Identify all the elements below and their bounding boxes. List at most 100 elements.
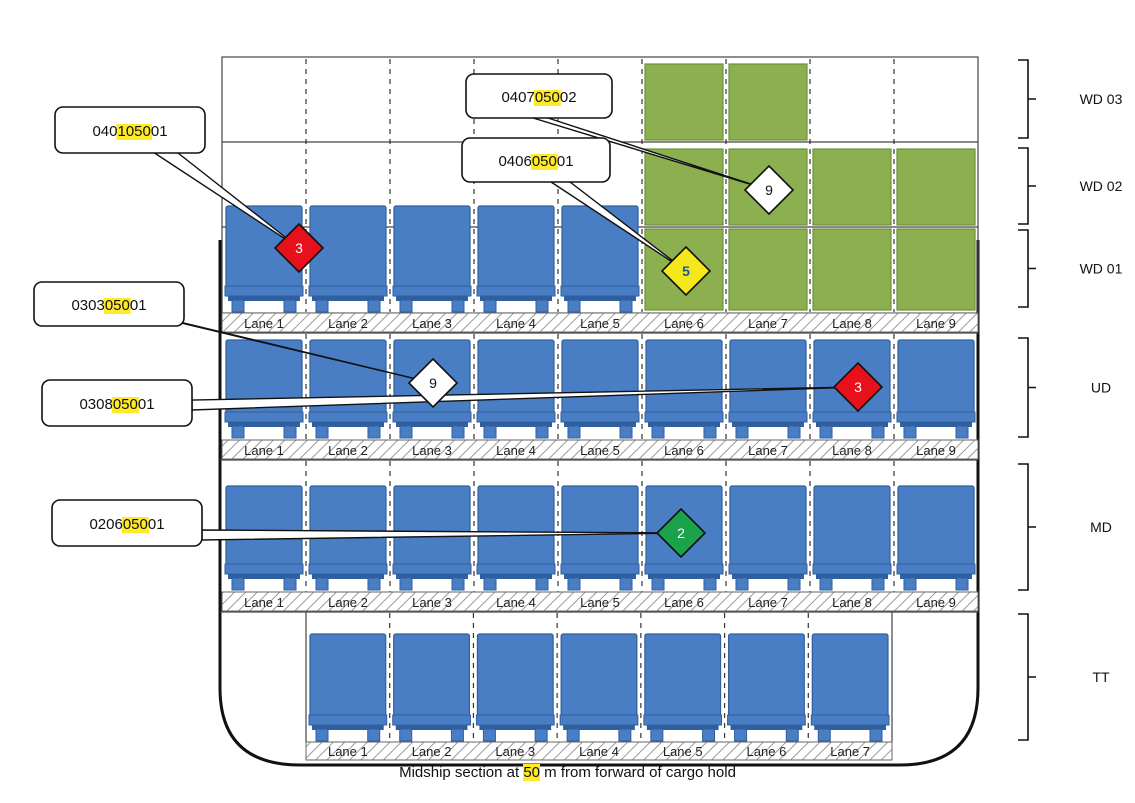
vehicles-layer	[224, 63, 976, 742]
vehicle-blue	[728, 339, 808, 439]
lane-label: Lane 7	[830, 744, 870, 759]
code-highlight	[103, 298, 131, 314]
lane-label: Lane 6	[664, 595, 704, 610]
vehicle-blue	[392, 485, 472, 591]
vehicle-blue	[896, 339, 976, 439]
vehicle-blue	[224, 205, 304, 313]
vehicle-green	[728, 228, 808, 311]
vehicle-green	[812, 148, 892, 226]
lane-label: Lane 1	[244, 595, 284, 610]
deck-brackets: WD 03 WD 02 WD 01 UD MD TT	[1018, 59, 1123, 741]
vehicle-callout[interactable]: 030305001	[33, 281, 185, 327]
marker-number: 9	[429, 375, 437, 391]
vehicle-green	[896, 228, 976, 311]
lane-label: Lane 7	[748, 443, 788, 458]
vehicle-blue	[476, 339, 556, 439]
status-marker: 3	[273, 222, 325, 274]
marker-number: 5	[682, 263, 690, 279]
lane-label: Lane 4	[496, 316, 536, 331]
lane-label: Lane 3	[495, 744, 535, 759]
vehicle-blue	[560, 485, 640, 591]
vehicle-callout[interactable]: 040705002	[465, 73, 613, 119]
callout-code: 040605001	[498, 153, 573, 170]
caption-distance: 50	[523, 764, 540, 781]
lane-label: Lane 8	[832, 316, 872, 331]
vehicle-blue	[643, 633, 723, 742]
lane-strip	[221, 439, 979, 460]
lane-label-strips: Lane 1 Lane 2 Lane 3 Lane 4 Lane 5 Lane 6 Lane…	[221, 312, 979, 761]
lane-label: Lane 8	[832, 595, 872, 610]
vehicle-blue	[810, 633, 890, 742]
code-highlight	[533, 90, 561, 106]
lane-strip	[221, 591, 979, 612]
status-marker: 9	[407, 357, 459, 409]
deck-label: UD	[1091, 380, 1111, 396]
lane-label: Lane 9	[916, 595, 956, 610]
caption-before: Midship section at	[399, 764, 524, 781]
deck-bracket	[1018, 613, 1036, 741]
vehicle-blue	[476, 485, 556, 591]
deck-label: WD 02	[1080, 178, 1123, 194]
vehicle-blue	[644, 339, 724, 439]
callout-code: 040705002	[501, 89, 576, 106]
code-highlight	[121, 517, 149, 533]
vehicle-blue	[728, 485, 808, 591]
deck-label: MD	[1090, 519, 1112, 535]
lane-label: Lane 5	[580, 316, 620, 331]
lane-label: Lane 5	[580, 595, 620, 610]
vehicle-callout[interactable]: 040605001	[461, 137, 611, 183]
vehicle-blue	[812, 485, 892, 591]
vehicle-callout[interactable]: 040105001	[54, 106, 206, 154]
lane-label: Lane 2	[328, 316, 368, 331]
callout-code: 030305001	[71, 297, 146, 314]
marker-number: 2	[677, 525, 685, 541]
vehicle-callout[interactable]: 020605001	[51, 499, 203, 547]
vehicle-green	[812, 228, 892, 311]
vehicle-green	[728, 63, 808, 141]
vehicle-callout[interactable]: 030805001	[41, 379, 193, 427]
status-marker: 5	[660, 245, 712, 297]
lane-label: Lane 4	[496, 595, 536, 610]
lane-label: Lane 3	[412, 316, 452, 331]
code-highlight	[116, 124, 152, 140]
deck-label: WD 03	[1080, 91, 1123, 107]
vehicle-blue	[308, 205, 388, 313]
deck-bracket	[1018, 147, 1036, 225]
callout-code: 040105001	[92, 123, 167, 140]
callout-leaders	[149, 113, 859, 541]
vehicle-blue	[896, 485, 976, 591]
hull-outline	[218, 240, 980, 767]
deck-bracket	[1018, 59, 1036, 139]
vehicle-blue	[559, 633, 639, 742]
lane-label: Lane 1	[244, 316, 284, 331]
lane-label: Lane 3	[412, 443, 452, 458]
marker-number: 3	[295, 240, 303, 256]
vehicle-blue	[560, 339, 640, 439]
vehicle-blue	[392, 633, 471, 742]
lane-label: Lane 6	[664, 316, 704, 331]
deck-bracket	[1018, 229, 1036, 308]
deck-label: WD 01	[1080, 261, 1123, 277]
status-marker: 2	[655, 507, 707, 559]
vehicle-green	[644, 63, 724, 141]
lane-strip	[221, 312, 979, 333]
vehicle-blue	[224, 339, 304, 439]
vehicle-blue	[560, 205, 640, 313]
lane-label: Lane 5	[580, 443, 620, 458]
lane-label: Lane 6	[747, 744, 787, 759]
deck-label: TT	[1092, 669, 1110, 685]
lane-label: Lane 4	[579, 744, 619, 759]
caption-after: m from forward of cargo hold	[540, 764, 736, 781]
callout-leader	[149, 149, 300, 249]
vehicle-blue	[308, 633, 388, 742]
vehicle-green	[644, 148, 724, 226]
status-marker: 9	[743, 164, 795, 216]
vehicle-blue	[308, 339, 388, 439]
vehicle-blue	[475, 633, 555, 742]
lane-label: Lane 1	[244, 443, 284, 458]
vehicle-blue	[392, 205, 472, 313]
lane-label: Lane 5	[663, 744, 703, 759]
vehicle-blue	[727, 633, 806, 742]
